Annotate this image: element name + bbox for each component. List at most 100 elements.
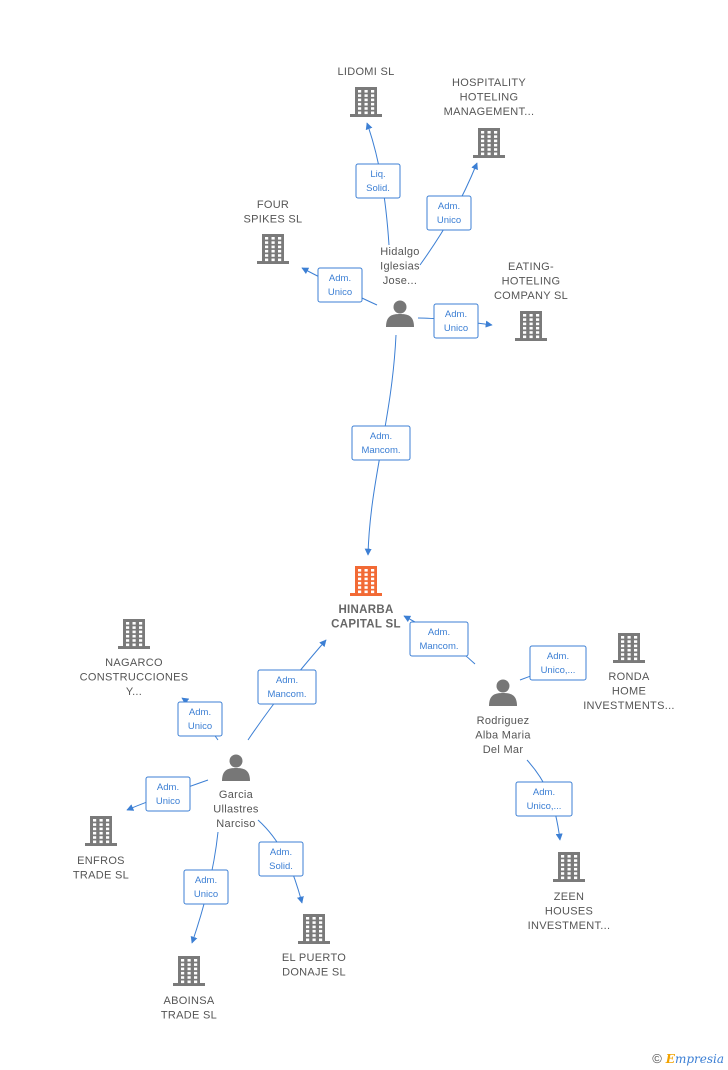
node-label-garcia: Ullastres xyxy=(213,804,259,816)
edge-label-garcia-to-enfros[interactable]: Adm. Unico xyxy=(145,776,191,812)
building-icon xyxy=(473,128,505,158)
node-zeen[interactable]: ZEENHOUSESINVESTMENT... xyxy=(528,852,611,932)
edge-label-box xyxy=(258,841,304,877)
node-label-hinarba: CAPITAL SL xyxy=(331,619,401,631)
edge-label-box xyxy=(529,645,587,681)
node-label-ronda: HOME xyxy=(612,686,646,698)
edge-label-hidalgo-to-eating[interactable]: Adm.Unico xyxy=(433,303,479,339)
edge-label-line: Adm. xyxy=(370,431,392,442)
edge-label-box xyxy=(426,195,472,231)
node-label-elpuerto: EL PUERTO xyxy=(282,952,346,964)
edge-label-line: Solid. xyxy=(366,183,390,194)
node-label-hospitality: MANAGEMENT... xyxy=(444,106,535,118)
person-icon xyxy=(489,679,517,706)
edge-label-line: Adm. xyxy=(270,847,292,858)
edge-label-rodriguez-to-hinarba[interactable]: Adm. Mancom. xyxy=(409,621,469,657)
node-label-aboinsa: TRADE SL xyxy=(161,1010,217,1022)
edge-label-line: Unico,... xyxy=(527,801,562,812)
node-label-fourspikes: FOUR xyxy=(257,199,289,211)
person-icon xyxy=(222,754,250,781)
node-label-nagarco: Y... xyxy=(126,686,142,698)
edge-label-line: Adm. xyxy=(438,201,460,212)
node-label-nagarco: CONSTRUCCIONES xyxy=(80,672,189,684)
edge-label-line: Liq. xyxy=(370,169,385,180)
edge-label-line: Unico,... xyxy=(541,665,576,676)
building-icon xyxy=(350,566,382,596)
edge-label-box xyxy=(257,669,317,705)
edge-label-line: Adm. xyxy=(276,675,298,686)
brand-initial: E xyxy=(665,1052,675,1066)
building-icon xyxy=(613,633,645,663)
edge-label-line: Unico xyxy=(194,889,218,900)
node-label-eating: HOTELING xyxy=(502,276,561,288)
edge-label-box xyxy=(351,425,411,461)
edge-label-garcia-to-hinarba[interactable]: Adm. Mancom. xyxy=(257,669,317,705)
node-nagarco[interactable]: NAGARCOCONSTRUCCIONESY... xyxy=(80,619,189,698)
edge-label-rodriguez-to-ronda[interactable]: Adm.Unico,... xyxy=(529,645,587,681)
node-label-ronda: INVESTMENTS... xyxy=(583,700,675,712)
node-label-fourspikes: SPIKES SL xyxy=(244,214,303,226)
brand-logo: ©Empresia xyxy=(652,1051,724,1066)
node-label-hinarba: HINARBA xyxy=(338,604,393,616)
node-label-garcia: Garcia xyxy=(219,789,254,801)
edge-label-hidalgo-to-hinarba[interactable]: Adm. Mancom. xyxy=(351,425,411,461)
node-hinarba[interactable]: HINARBA CAPITAL SL xyxy=(331,566,401,631)
node-label-hospitality: HOTELING xyxy=(460,92,519,104)
node-label-hidalgo: Hidalgo xyxy=(380,246,419,258)
edge-label-box xyxy=(515,781,573,817)
edge-label-box xyxy=(183,869,229,905)
edge-label-hidalgo-to-lidomi[interactable]: Liq. Solid. xyxy=(355,163,401,199)
node-label-elpuerto: DONAJE SL xyxy=(282,967,346,979)
edge-label-garcia-to-nagarco[interactable]: Adm. Unico xyxy=(177,701,223,737)
edge-label-rodriguez-to-zeen[interactable]: Adm.Unico,... xyxy=(515,781,573,817)
node-label-lidomi: LIDOMI SL xyxy=(337,66,394,78)
node-label-hidalgo: Iglesias xyxy=(380,261,420,273)
edge-label-line: Mancom. xyxy=(361,445,400,456)
edge-label-line: Unico xyxy=(156,796,180,807)
edge-label-line: Adm. xyxy=(445,309,467,320)
node-label-rodriguez: Del Mar xyxy=(483,744,524,756)
edge-label-box xyxy=(355,163,401,199)
node-label-eating: COMPANY SL xyxy=(494,290,568,302)
edge-label-line: Adm. xyxy=(195,875,217,886)
building-icon xyxy=(298,914,330,944)
building-icon xyxy=(173,956,205,986)
building-icon xyxy=(85,816,117,846)
node-label-zeen: ZEEN xyxy=(554,891,585,903)
edge-label-hidalgo-to-fourspikes[interactable]: Adm. Unico xyxy=(317,267,363,303)
edge-label-line: Mancom. xyxy=(419,641,458,652)
node-label-hospitality: HOSPITALITY xyxy=(452,77,526,89)
edge-label-line: Unico xyxy=(437,215,461,226)
building-icon xyxy=(553,852,585,882)
edge-label-line: Adm. xyxy=(329,273,351,284)
node-elpuerto[interactable]: EL PUERTO DONAJE SL xyxy=(282,914,346,979)
building-icon xyxy=(350,87,382,117)
node-aboinsa[interactable]: ABOINSA TRADE SL xyxy=(161,956,217,1022)
node-label-zeen: INVESTMENT... xyxy=(528,920,611,932)
edge-label-box xyxy=(409,621,469,657)
node-label-ronda: RONDA xyxy=(608,671,650,683)
edge-label-hidalgo-to-hospitality[interactable]: Adm. Unico xyxy=(426,195,472,231)
edge-label-box xyxy=(145,776,191,812)
edge-label-garcia-to-aboinsa[interactable]: Adm. Unico xyxy=(183,869,229,905)
node-hospitality[interactable]: HOSPITALITY HOTELING MANAGEMENT... xyxy=(444,77,535,158)
edge-label-line: Adm. xyxy=(189,707,211,718)
edge-label-line: Solid. xyxy=(269,861,293,872)
node-label-enfros: TRADE SL xyxy=(73,870,129,882)
edge-label-line: Mancom. xyxy=(267,689,306,700)
edge-label-garcia-to-elpuerto[interactable]: Adm. Solid. xyxy=(258,841,304,877)
edge-label-line: Unico xyxy=(328,287,352,298)
edge-label-line: Adm. xyxy=(428,627,450,638)
node-ronda[interactable]: RONDA HOME INVESTMENTS... xyxy=(583,633,675,712)
edge-label-line: Unico xyxy=(188,721,212,732)
node-fourspikes[interactable]: FOUR SPIKES SL xyxy=(244,199,303,264)
node-lidomi[interactable]: LIDOMI SL xyxy=(337,66,394,117)
edge-label-line: Adm. xyxy=(157,782,179,793)
node-hidalgo[interactable]: HidalgoIglesiasJose... xyxy=(380,246,420,327)
copyright-symbol: © xyxy=(652,1051,662,1066)
node-label-aboinsa: ABOINSA xyxy=(163,995,214,1007)
